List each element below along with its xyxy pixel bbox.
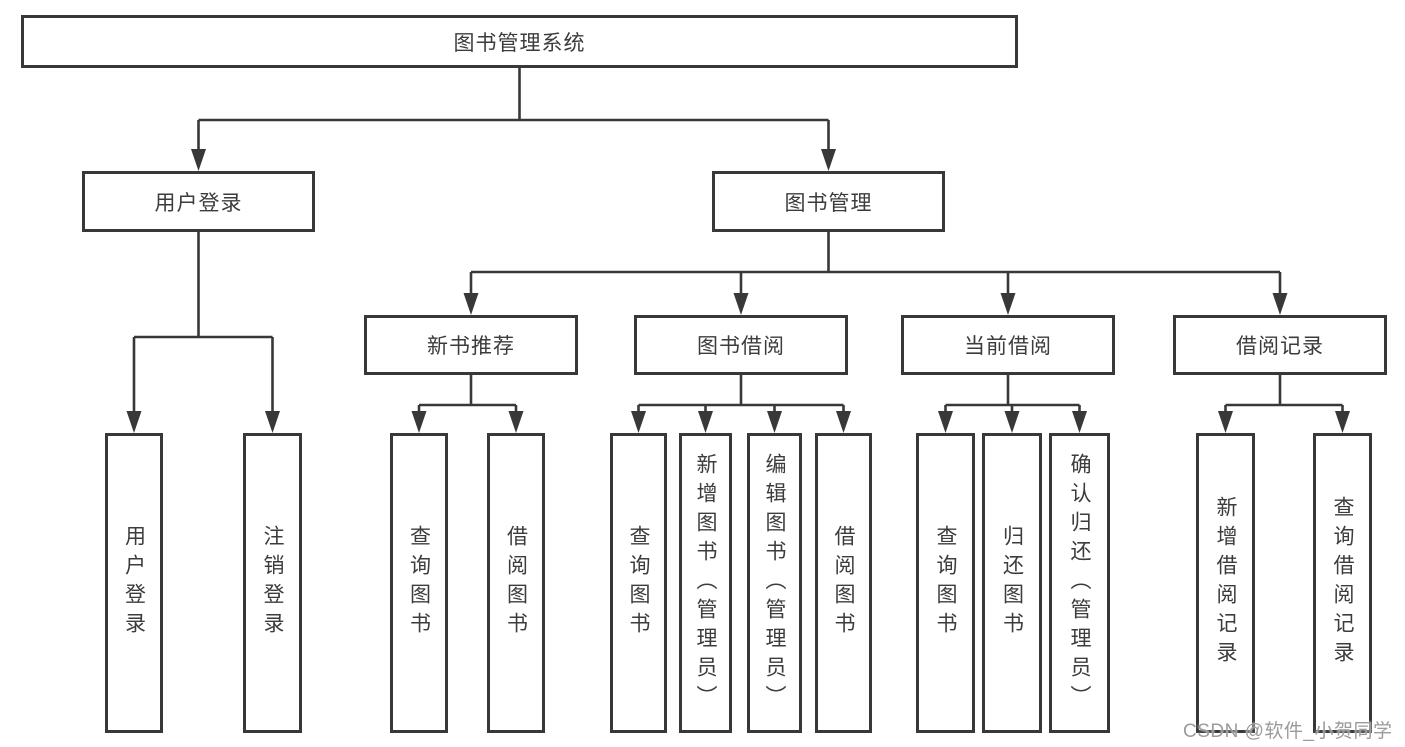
arrowheads [126,149,1350,433]
node-book-borrow-label: 图书借阅 [697,335,785,358]
node-book-management-label: 图书管理 [784,191,873,215]
node-current-borrow-label: 当前借阅 [964,335,1052,358]
node-current-borrow: 当前借阅 [901,315,1115,375]
leaf-query-books-recommend: 查询图书 [390,433,448,733]
leaf-confirm-return-admin: 确认归还（管理员） [1049,433,1110,733]
watermark: CSDN @软件_小贺同学 [1183,721,1393,742]
leaf-logout: 注销登录 [243,433,302,733]
node-user-login-label: 用户登录 [154,191,243,215]
leaf-add-borrow-record: 新增借阅记录 [1196,433,1255,733]
leaf-borrow-books-recommend: 借阅图书 [487,433,545,733]
leaf-borrow-books: 借阅图书 [815,433,872,733]
leaf-query-books-borrow: 查询图书 [610,433,667,733]
leaf-add-books-admin: 新增图书（管理员） [679,433,732,733]
leaf-query-borrow-record: 查询借阅记录 [1313,433,1372,733]
leaf-edit-books-admin: 编辑图书（管理员） [747,433,802,733]
node-borrow-records: 借阅记录 [1173,315,1387,375]
node-book-borrow: 图书借阅 [634,315,848,375]
leaf-return-books: 归还图书 [982,433,1042,733]
node-borrow-records-label: 借阅记录 [1236,335,1324,358]
node-new-book-recommend: 新书推荐 [364,315,578,375]
node-book-management: 图书管理 [712,171,945,232]
node-library-system-label: 图书管理系统 [453,31,586,55]
node-library-system: 图书管理系统 [21,15,1018,68]
node-new-book-recommend-label: 新书推荐 [427,335,515,358]
node-user-login: 用户登录 [82,171,315,232]
leaf-query-books-current: 查询图书 [916,433,975,733]
leaf-user-login: 用户登录 [105,433,163,733]
